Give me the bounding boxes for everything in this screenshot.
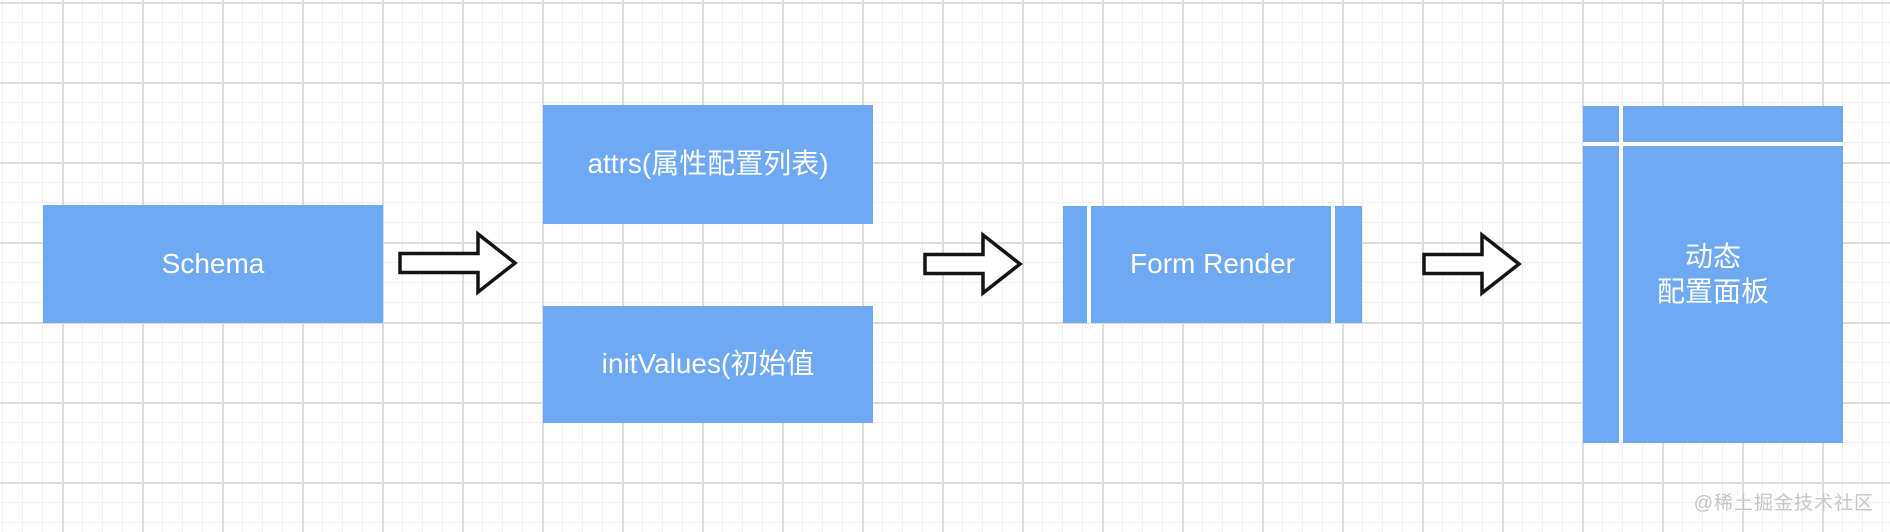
node-attrs: attrs(属性配置列表) [543, 105, 873, 224]
node-init-values-label: initValues(初始值 [601, 348, 815, 380]
arrow-right-icon [923, 231, 1023, 297]
arrow-right-icon [1422, 231, 1522, 297]
arrow-right-icon [398, 230, 518, 296]
panel-divider-left [1619, 106, 1623, 443]
node-dynamic-panel: 动态 配置面板 [1583, 106, 1843, 443]
node-form-render: Form Render [1063, 206, 1362, 323]
panel-divider-top [1583, 142, 1843, 146]
node-dynamic-panel-label: 动态 配置面板 [1656, 241, 1769, 307]
watermark: @稀土掘金技术社区 [1693, 493, 1874, 514]
node-attrs-label: attrs(属性配置列表) [587, 148, 829, 180]
process-divider-left [1087, 206, 1091, 323]
node-init-values: initValues(初始值 [543, 306, 873, 423]
node-schema-label: Schema [161, 247, 265, 279]
node-schema: Schema [43, 205, 383, 323]
node-form-render-label: Form Render [1130, 248, 1295, 280]
process-divider-right [1331, 206, 1335, 323]
